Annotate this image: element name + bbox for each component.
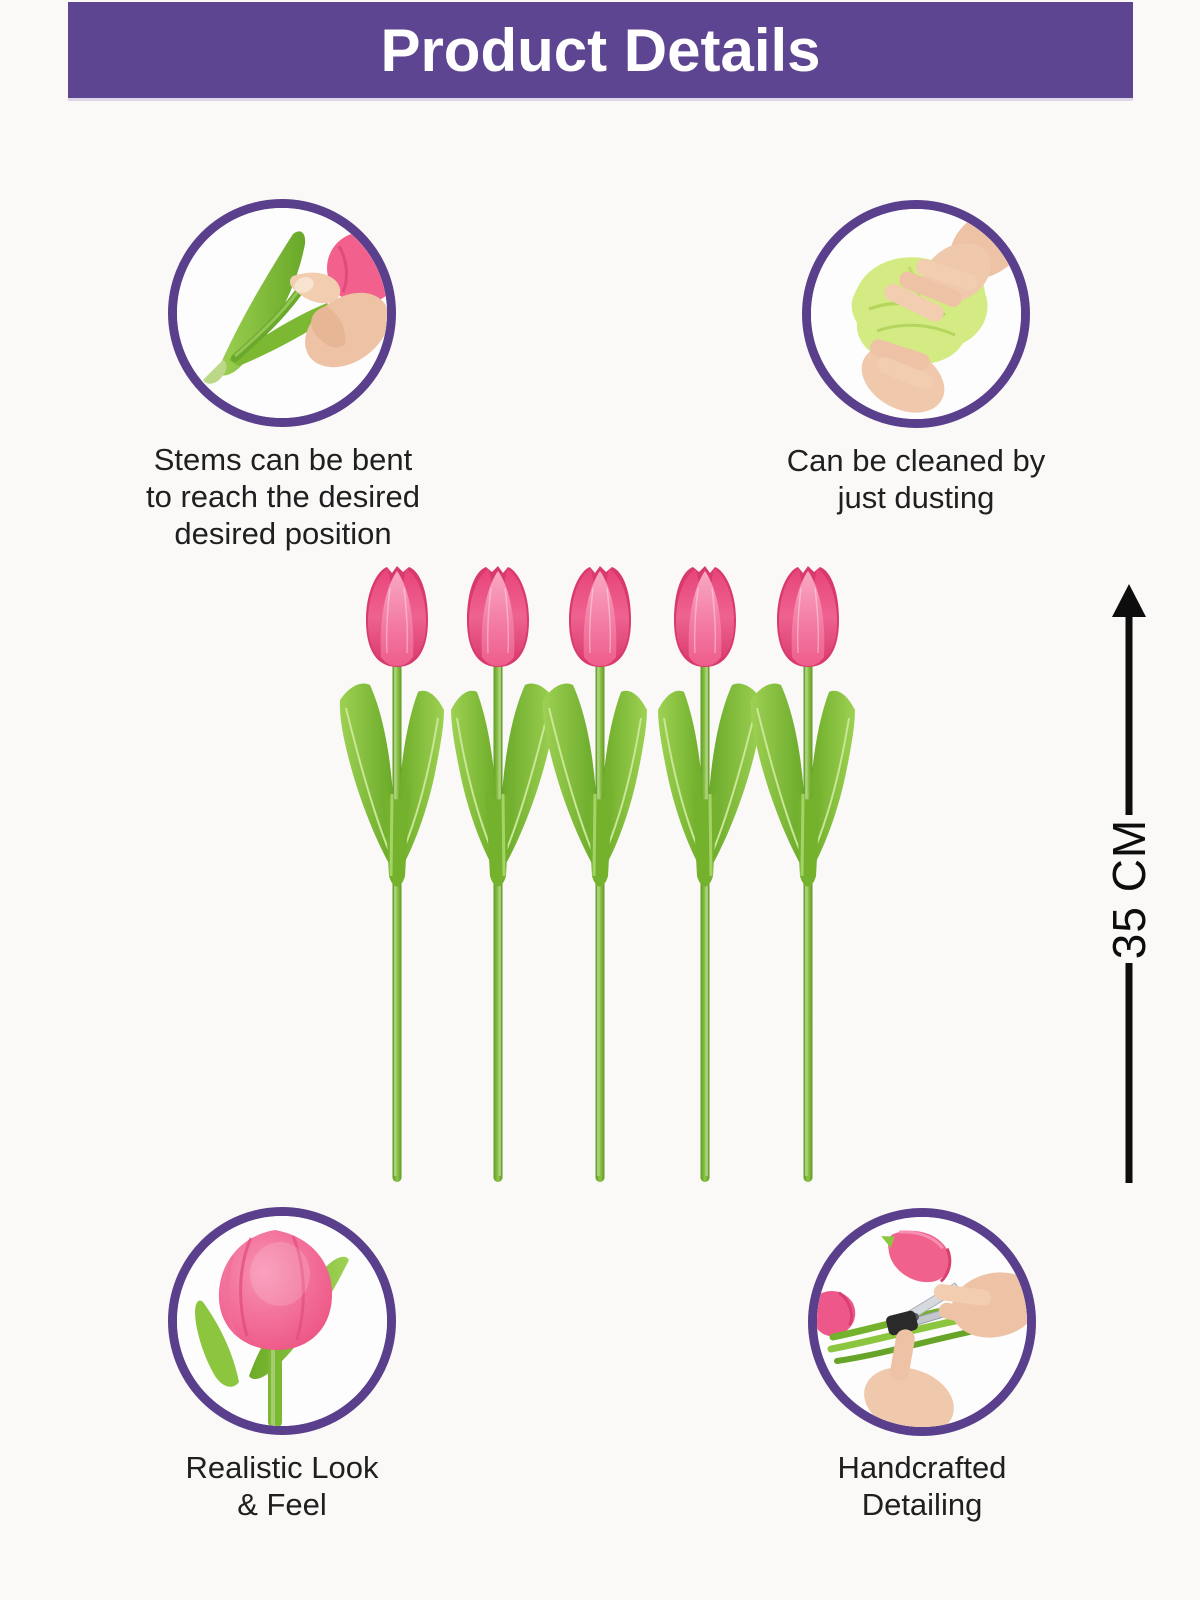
header-banner: Product Details — [68, 2, 1133, 101]
stem-bend-illustration — [177, 208, 387, 418]
arrow-up-icon — [1112, 584, 1146, 617]
stem — [268, 1332, 282, 1426]
tulip-3 — [542, 566, 647, 1182]
lying-tulip — [881, 1230, 952, 1283]
caption-line: desired position — [174, 516, 392, 551]
caption-realistic: Realistic Look & Feel — [102, 1449, 462, 1523]
height-measure-arrow — [1112, 584, 1146, 1183]
tulip-closeup-illustration — [177, 1216, 387, 1426]
handcrafting-photo — [808, 1208, 1036, 1436]
caption-line: Realistic Look — [185, 1450, 379, 1485]
caption-line: Can be cleaned by — [786, 443, 1046, 478]
tulip-5 — [750, 566, 855, 1182]
height-label: 35 CM — [1103, 818, 1155, 960]
page-title: Product Details — [380, 16, 821, 84]
tulip-closeup-photo — [168, 1207, 396, 1435]
caption-stems-bend: Stems can be bent to reach the desired d… — [103, 441, 463, 552]
caption-handcrafted: Handcrafted Detailing — [742, 1449, 1102, 1523]
dusting-illustration — [811, 209, 1021, 419]
handcrafting-illustration — [817, 1217, 1027, 1427]
caption-line: Stems can be bent — [153, 442, 413, 477]
left-hand — [864, 1367, 954, 1427]
caption-line: to reach the desired — [145, 479, 420, 514]
tulip-4 — [658, 566, 763, 1182]
tulip-1 — [339, 566, 444, 1182]
caption-cleaning: Can be cleaned by just dusting — [736, 442, 1096, 516]
tulip-2 — [451, 566, 556, 1182]
stem-bend-photo — [168, 199, 396, 427]
caption-line: Handcrafted — [837, 1450, 1007, 1485]
caption-line: & Feel — [237, 1487, 327, 1522]
tulip-bud — [218, 1230, 333, 1350]
leaf-left — [195, 1300, 239, 1387]
dusting-cloth-photo — [802, 200, 1030, 428]
clip-tool — [886, 1310, 918, 1336]
leaf-blade — [217, 231, 306, 376]
caption-line: Detailing — [861, 1487, 983, 1522]
caption-line: just dusting — [837, 480, 995, 515]
lying-tulip — [817, 1291, 856, 1337]
